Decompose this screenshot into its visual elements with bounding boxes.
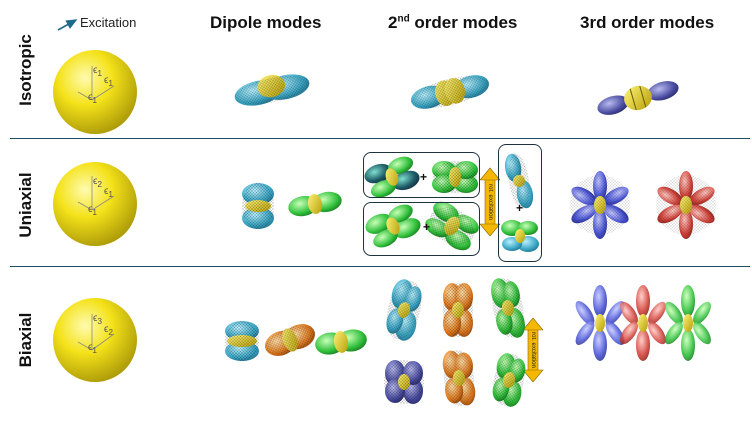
biaxial-second-order-mode-teal — [386, 279, 422, 341]
biaxial-dipole-mode-teal — [225, 321, 259, 361]
biaxial-second-order-mode-green-2 — [492, 353, 526, 407]
axis-label-biaxial-3: ϵ1 — [88, 342, 98, 355]
row-label-biaxial: Biaxial — [16, 312, 35, 368]
uniaxial-third-order-mode-red — [656, 171, 716, 239]
rot-excitation-label-biaxial: rot. excitation — [530, 332, 536, 368]
uniaxial-third-order-mode-blue — [570, 171, 630, 239]
header-second-order-modes: 2nd order modes — [388, 13, 517, 33]
header-third-order-modes: 3rd order modes — [580, 13, 715, 32]
biaxial-third-order-mode-red — [620, 285, 666, 361]
isotropic-third-order-mode — [597, 81, 679, 115]
axis-label-biaxial-1: ϵ3 — [93, 313, 103, 326]
excitation-arrow-icon — [57, 19, 78, 31]
rot-excitation-arrow-uniaxial — [479, 167, 501, 237]
mode-group-box-3 — [498, 144, 542, 262]
biaxial-third-order-mode-blue — [575, 285, 625, 361]
rot-excitation-label-uniaxial: rot. excitation — [487, 184, 493, 220]
rot-excitation-arrow-biaxial — [522, 317, 544, 383]
excitation-label: Excitation — [80, 15, 137, 30]
biaxial-second-order-mode-orange — [443, 283, 473, 337]
axis-label-isotropic-2: ϵ1 — [104, 75, 114, 88]
isotropic-dipole-mode — [234, 74, 310, 106]
plus-sign: + — [516, 201, 524, 215]
biaxial-dipole-mode-green — [315, 329, 367, 355]
axis-label-uniaxial-3: ϵ1 — [88, 204, 98, 217]
biaxial-dipole-mode-orange — [265, 324, 315, 356]
biaxial-second-order-mode-orange-2 — [442, 350, 476, 406]
header-dipole-modes: Dipole modes — [210, 13, 322, 32]
plus-sign: + — [420, 170, 428, 184]
row-separator — [10, 266, 750, 267]
axis-label-isotropic-1: ϵ1 — [93, 65, 103, 78]
isotropic-sphere — [53, 50, 137, 134]
uniaxial-second-order-mode-4 — [425, 201, 479, 251]
isotropic-second-order-mode — [410, 75, 490, 109]
uniaxial-dipole-mode-vertical — [242, 183, 274, 229]
header-second-suffix: order modes — [409, 13, 518, 32]
uniaxial-second-order-mode-6 — [501, 220, 539, 252]
mode-group-box-2 — [363, 202, 480, 256]
header-second-prefix: 2 — [388, 13, 398, 32]
biaxial-second-order-mode-green-1 — [491, 278, 525, 338]
row-label-isotropic: Isotropic — [16, 34, 35, 106]
uniaxial-second-order-mode-2 — [432, 161, 478, 193]
row-separator — [10, 138, 750, 139]
biaxial-second-order-mode-navy — [384, 360, 424, 404]
row-label-uniaxial: Uniaxial — [16, 172, 35, 238]
axis-label-biaxial-2: ϵ2 — [104, 324, 114, 337]
uniaxial-second-order-mode-3 — [365, 204, 421, 248]
plus-sign: + — [423, 220, 431, 234]
mode-group-box-1 — [363, 152, 480, 198]
axis-label-uniaxial-2: ϵ1 — [104, 186, 114, 199]
axis-label-uniaxial-1: ϵ2 — [93, 176, 103, 189]
uniaxial-second-order-mode-5 — [504, 153, 534, 209]
header-second-sup: nd — [397, 13, 410, 25]
uniaxial-dipole-mode-horizontal — [288, 191, 342, 217]
uniaxial-second-order-mode-1 — [364, 156, 420, 198]
axis-label-isotropic-3: ϵ1 — [88, 92, 98, 105]
uniaxial-sphere — [53, 162, 137, 246]
biaxial-third-order-mode-green — [665, 285, 711, 361]
biaxial-sphere — [53, 298, 137, 382]
